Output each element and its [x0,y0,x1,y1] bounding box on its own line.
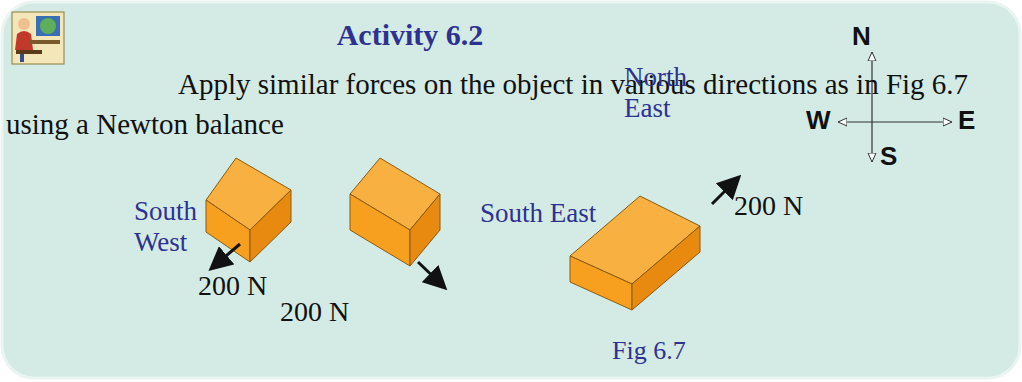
activity-title: Activity 6.2 [300,18,520,53]
activity-icon [12,12,64,64]
direction-label: South East [480,198,596,229]
figure-caption: Fig 6.7 [612,336,686,366]
force-arrow [213,244,240,267]
brick-object [206,158,291,262]
compass-south: S [880,142,897,172]
force-value: 200 N [198,270,267,302]
direction-label: North East [624,62,698,124]
brick-object [350,158,440,266]
compass-east: E [958,106,975,136]
force-value: 200 N [734,190,803,222]
compass-north: N [852,22,871,52]
instruction-text: Apply similar forces on the object in va… [6,64,1012,144]
direction-label: South West [134,196,206,258]
force-arrow [712,179,737,204]
force-arrow [418,262,443,286]
force-value: 200 N [280,296,349,328]
compass-west: W [806,106,831,136]
